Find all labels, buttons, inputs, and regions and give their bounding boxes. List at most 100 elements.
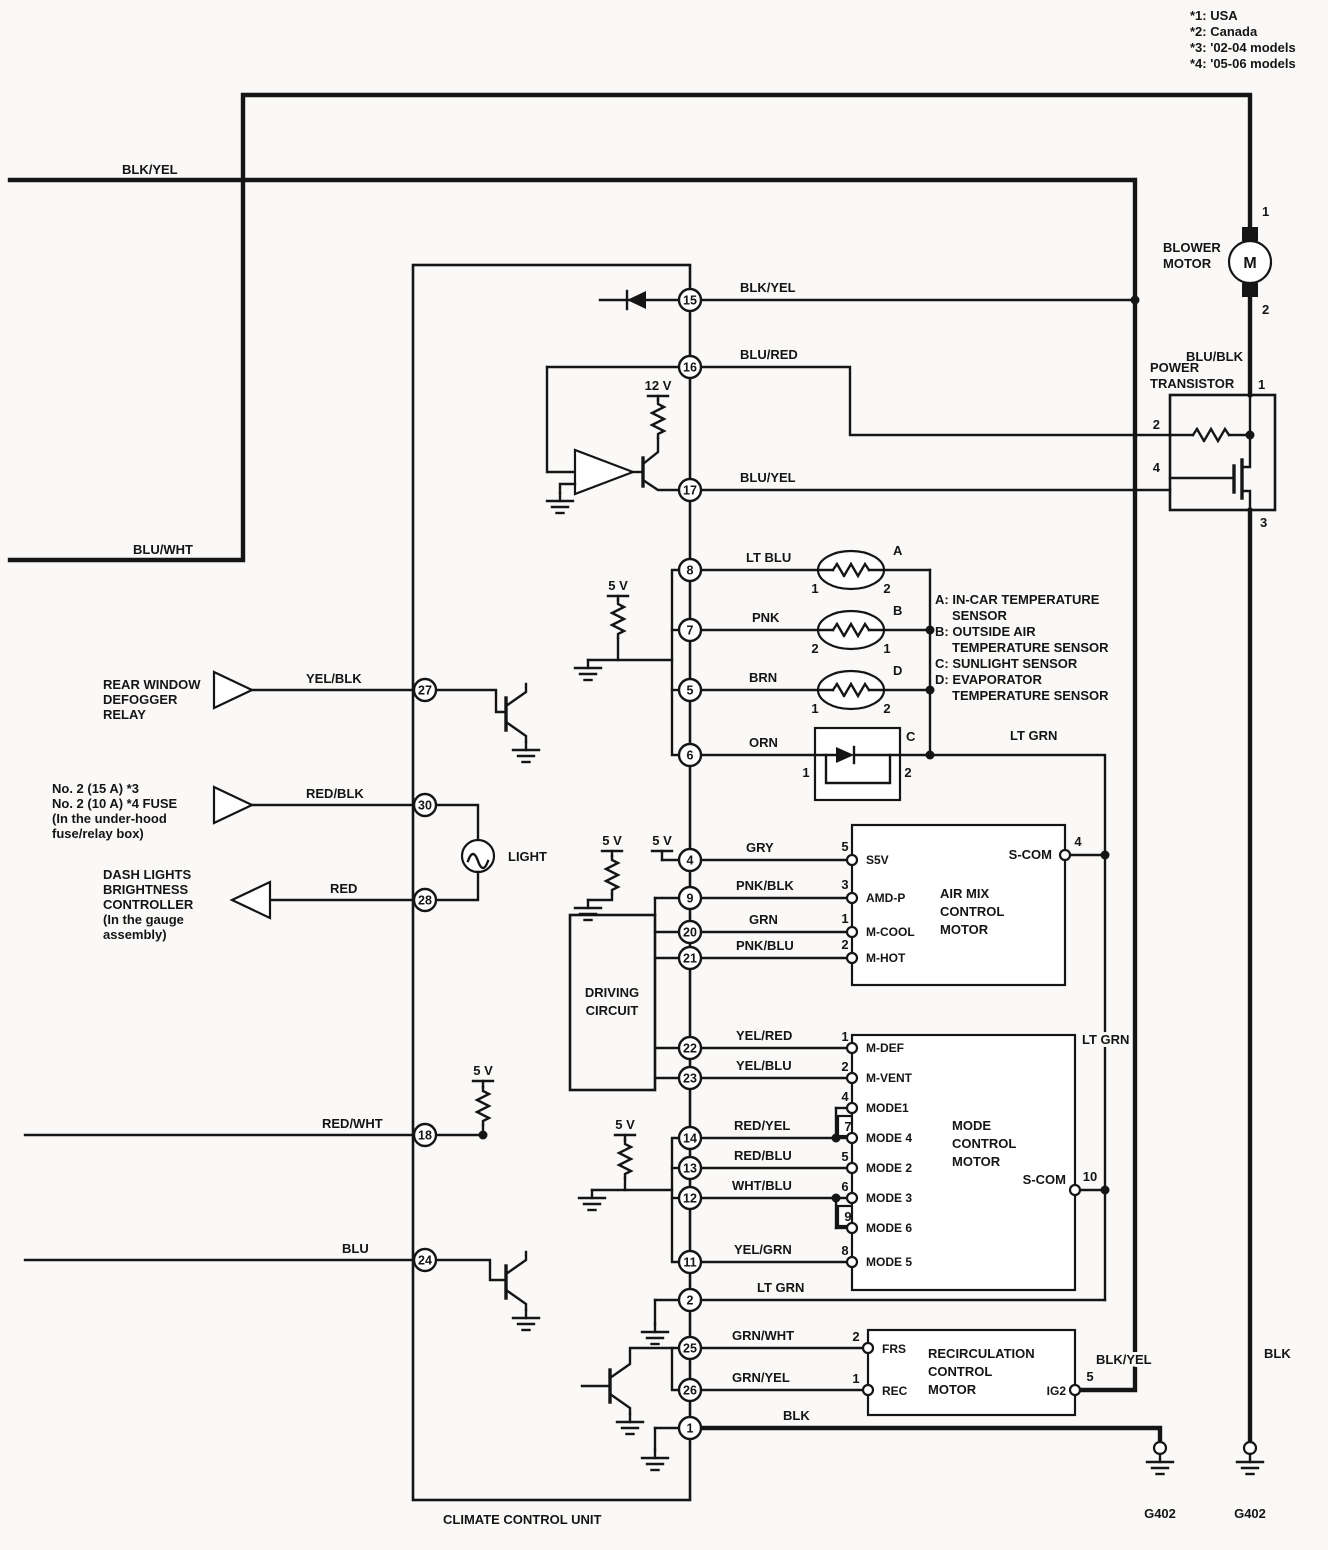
mode_motor-mode3: MODE 3 bbox=[866, 1191, 912, 1205]
motor-symbol bbox=[1227, 239, 1273, 285]
sensors-legend-d1: D: EVAPORATOR bbox=[935, 672, 1043, 687]
svg-text:22: 22 bbox=[683, 1042, 697, 1056]
sensors-legend-b2: TEMPERATURE SENSOR bbox=[952, 640, 1109, 655]
sensors-legend-b1: B: OUTSIDE AIR bbox=[935, 624, 1036, 639]
ground-terminal-icon bbox=[1152, 1440, 1168, 1456]
pin-11: 11 bbox=[677, 1249, 703, 1275]
mode_motor-pin-2: 2 bbox=[841, 1059, 848, 1074]
sensors-d-pin1: 1 bbox=[811, 701, 818, 716]
mode_motor-pin-7: 7 bbox=[844, 1119, 851, 1134]
diode-icon bbox=[627, 291, 646, 309]
climate_unit-wire-21: PNK/BLU bbox=[736, 938, 794, 953]
recirc_motor-blk-yel: BLK/YEL bbox=[1096, 1352, 1152, 1367]
climate_unit-wire-22: YEL/RED bbox=[736, 1028, 792, 1043]
recirc_motor-rec: REC bbox=[882, 1384, 908, 1398]
external-dash-4: (In the gauge bbox=[103, 912, 184, 927]
labels-layer: *1: USA*2: Canada*3: '02-04 models*4: '0… bbox=[52, 8, 1296, 1527]
recirc_motor-name-1: RECIRCULATION bbox=[928, 1346, 1035, 1361]
pin-18: 18 bbox=[412, 1122, 438, 1148]
sensors-c-pin1: 1 bbox=[802, 765, 809, 780]
climate_unit-wire-13: RED/BLU bbox=[734, 1148, 792, 1163]
external-rear-window-1: REAR WINDOW bbox=[103, 677, 201, 692]
pin-8: 8 bbox=[677, 557, 703, 583]
power_transistor-pin-1: 1 bbox=[1258, 377, 1265, 392]
svg-text:13: 13 bbox=[683, 1162, 697, 1176]
svg-text:2: 2 bbox=[687, 1294, 694, 1308]
recirc_motor-name-2: CONTROL bbox=[928, 1364, 992, 1379]
air_mix_motor-m-hot: M-HOT bbox=[866, 951, 906, 965]
dash-controller-arrow-icon bbox=[229, 880, 272, 920]
light-bulb-icon bbox=[460, 838, 496, 874]
sensors-c-letter: C bbox=[906, 729, 916, 744]
external-fuse-3: (In the under-hood bbox=[52, 811, 167, 826]
air-mix-motor-outline bbox=[850, 823, 1067, 987]
sensors-d-letter: D bbox=[893, 663, 902, 678]
fuse-arrow-icon bbox=[212, 785, 255, 825]
svg-text:6: 6 bbox=[687, 749, 694, 763]
external-dash-1: DASH LIGHTS bbox=[103, 867, 191, 882]
mode_motor-mode5: MODE 5 bbox=[866, 1255, 912, 1269]
mode_motor-name-2: CONTROL bbox=[952, 1136, 1016, 1151]
sensors-legend-a2: SENSOR bbox=[952, 608, 1008, 623]
climate_unit-v5-2: 5 V bbox=[602, 833, 622, 848]
climate_unit-wire-16: BLU/RED bbox=[740, 347, 798, 362]
sensors-legend-d2: TEMPERATURE SENSOR bbox=[952, 688, 1109, 703]
climate_unit-v12: 12 V bbox=[645, 378, 672, 393]
climate_unit-wire-23: YEL/BLU bbox=[736, 1058, 792, 1073]
svg-text:5: 5 bbox=[687, 684, 694, 698]
mode_motor-s-com: S-COM bbox=[1023, 1172, 1066, 1187]
sensors-legend-a1: A: IN-CAR TEMPERATURE bbox=[935, 592, 1100, 607]
g402-grounds bbox=[1145, 1440, 1265, 1476]
mode-motor-outline bbox=[850, 1033, 1077, 1292]
external-rear-window-2: DEFOGGER bbox=[103, 692, 178, 707]
mode_motor-name-1: MODE bbox=[952, 1118, 991, 1133]
svg-text:21: 21 bbox=[683, 952, 697, 966]
blower-pin-1: 1 bbox=[1262, 204, 1269, 219]
external-blu: BLU bbox=[342, 1241, 369, 1256]
mode_motor-pin-6: 6 bbox=[841, 1179, 848, 1194]
pin-6: 6 bbox=[677, 742, 703, 768]
blower-name-1: BLOWER bbox=[1163, 240, 1221, 255]
climate-control-unit-outline bbox=[411, 263, 692, 1502]
climate_unit-v5-3: 5 V bbox=[652, 833, 672, 848]
external-blk-yel-top: BLK/YEL bbox=[122, 162, 178, 177]
pin-9: 9 bbox=[677, 885, 703, 911]
mode_motor-pin-9: 9 bbox=[844, 1209, 851, 1224]
air_mix_motor-lt-grn-v: LT GRN bbox=[1082, 1032, 1129, 1047]
pin-25: 25 bbox=[677, 1335, 703, 1361]
pin-20: 20 bbox=[677, 919, 703, 945]
svg-text:30: 30 bbox=[418, 799, 432, 813]
driving-circuit-box bbox=[568, 913, 657, 1092]
motor-boxes bbox=[845, 823, 1107, 1417]
mode_motor-m-vent: M-VENT bbox=[866, 1071, 913, 1085]
climate_unit-title: CLIMATE CONTROL UNIT bbox=[443, 1512, 601, 1527]
power-transistor bbox=[1168, 393, 1277, 512]
air_mix_motor-pin-2: 2 bbox=[841, 937, 848, 952]
defogger-relay-arrow-icon bbox=[212, 670, 255, 710]
photodiode-icon bbox=[836, 747, 854, 763]
notes-models-0506: *4: '05-06 models bbox=[1190, 56, 1296, 71]
power-transistor-outline bbox=[1168, 393, 1277, 512]
power_transistor-name-1: POWER bbox=[1150, 360, 1200, 375]
pin-5: 5 bbox=[677, 677, 703, 703]
svg-text:1: 1 bbox=[687, 1422, 694, 1436]
pin-1: 1 bbox=[677, 1415, 703, 1441]
air_mix_motor-pin-1: 1 bbox=[841, 911, 848, 926]
pins-layer: 1516178756492021222314131211225261273028… bbox=[412, 287, 703, 1441]
blower-blu-blk: BLU/BLK bbox=[1186, 349, 1244, 364]
mode_motor-pin-4: 4 bbox=[841, 1089, 849, 1104]
svg-text:9: 9 bbox=[687, 892, 694, 906]
air_mix_motor-name-1: AIR MIX bbox=[940, 886, 989, 901]
notes-models-0204: *3: '02-04 models bbox=[1190, 40, 1296, 55]
junction-dots bbox=[478, 295, 1255, 1203]
mode_motor-pin-8: 8 bbox=[841, 1243, 848, 1258]
blk-ground-wire-unit bbox=[698, 1425, 1163, 1445]
climate_unit-v5-4: 5 V bbox=[473, 1063, 493, 1078]
pin-21: 21 bbox=[677, 945, 703, 971]
climate_unit-wire-12: WHT/BLU bbox=[732, 1178, 792, 1193]
climate_unit-driving-2: CIRCUIT bbox=[586, 1003, 639, 1018]
climate-control-unit bbox=[411, 263, 692, 1502]
sensors-a-letter: A bbox=[893, 543, 903, 558]
recirc_motor-name-3: MOTOR bbox=[928, 1382, 977, 1397]
